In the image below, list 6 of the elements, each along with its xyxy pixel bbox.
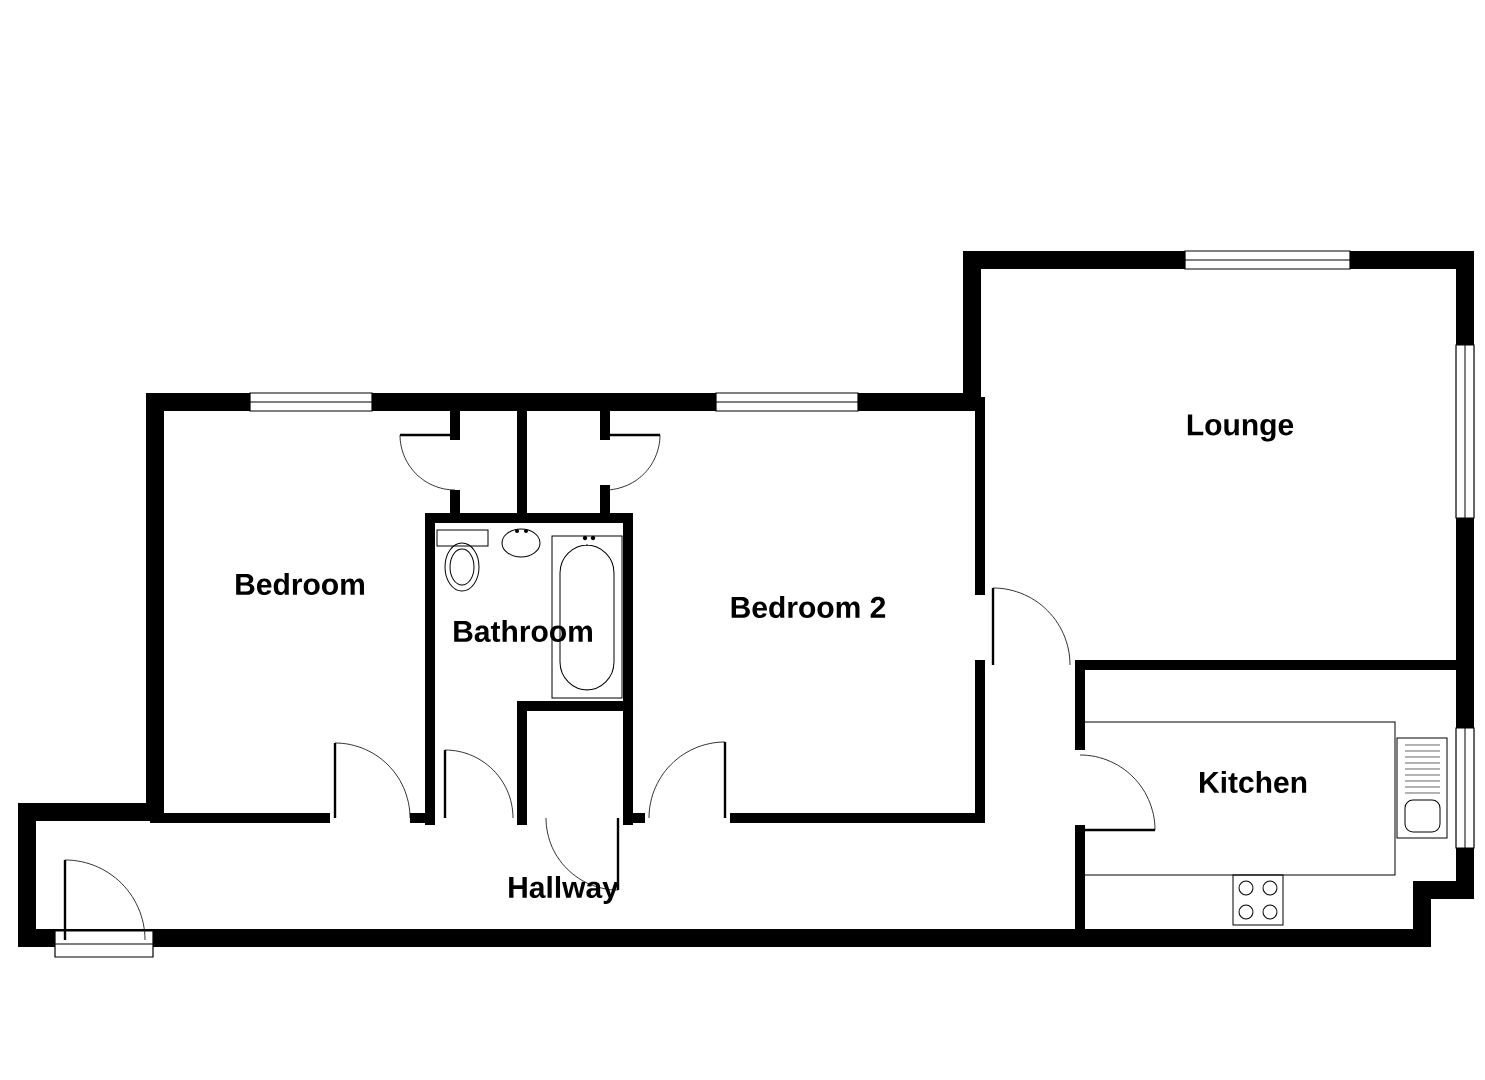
room-label: Hallway [509,876,619,904]
room-label: Bathroom [454,620,592,642]
room-label: Bedroom 2 [731,596,886,618]
room-label: Lounge [1187,414,1294,442]
room-label: Bedroom [236,573,364,595]
room-label: Kitchen [1200,771,1307,793]
